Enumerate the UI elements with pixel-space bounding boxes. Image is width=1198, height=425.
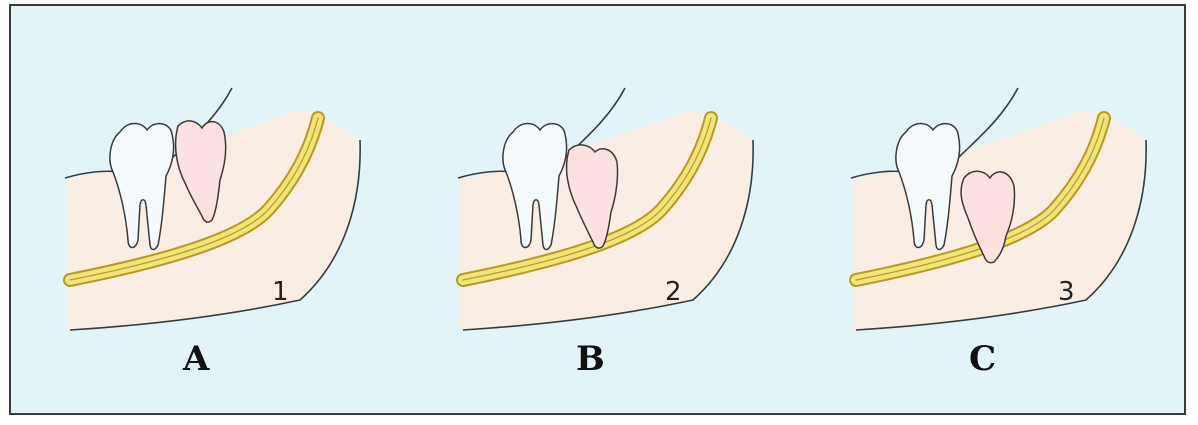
- panel-number-c: 3: [1058, 277, 1075, 307]
- panel-label-b: B: [576, 339, 605, 379]
- panel-number-a: 1: [272, 277, 289, 307]
- panel-label-a: A: [182, 339, 210, 379]
- panel-number-b: 2: [665, 277, 682, 307]
- panel-a: 1 A: [65, 88, 360, 379]
- panel-c: 3 C: [851, 88, 1146, 379]
- panel-label-c: C: [969, 339, 996, 379]
- panel-b: 2 B: [458, 88, 753, 379]
